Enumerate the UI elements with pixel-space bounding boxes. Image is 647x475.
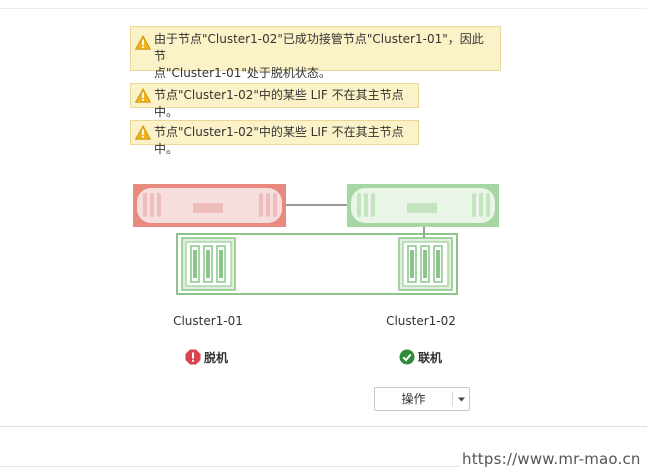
watermark-text: https://www.mr-mao.cn [462, 450, 641, 468]
warning-icon [135, 88, 151, 103]
disk-shelf-2[interactable] [398, 237, 453, 291]
node-status-offline: 脱机 [185, 348, 228, 366]
ha-pair-diagram [133, 184, 499, 295]
controller-cluster1-02[interactable] [347, 184, 499, 227]
warning-banner-lif: 节点"Cluster1-02"中的某些 LIF 不在其主节点中。 [130, 120, 419, 156]
actions-dropdown-button[interactable]: 操作 [374, 387, 470, 411]
disk-shelf-1[interactable] [181, 237, 236, 291]
actions-label: 操作 [401, 392, 426, 406]
caret-down-icon[interactable] [453, 388, 469, 410]
check-icon [399, 349, 415, 365]
warning-icon [135, 125, 151, 140]
warning-banner-takeover: 由于节点"Cluster1-02"已成功接管节点"Cluster1-01"，因此… [130, 26, 501, 80]
footer-divider [0, 466, 460, 467]
node-name-label: Cluster1-01 [173, 314, 243, 328]
status-label: 联机 [418, 350, 443, 365]
shared-storage-enclosure [176, 233, 458, 295]
button-separator [452, 392, 453, 406]
top-divider [0, 8, 647, 9]
warning-text: 节点"Cluster1-02"中的某些 LIF 不在其主节点中。 [154, 125, 404, 156]
controller-cluster1-01[interactable] [133, 184, 286, 227]
warning-text: 节点"Cluster1-02"中的某些 LIF 不在其主节点中。 [154, 88, 404, 119]
warning-banner-lif: 节点"Cluster1-02"中的某些 LIF 不在其主节点中。 [130, 83, 419, 119]
status-label: 脱机 [204, 350, 229, 365]
footer-divider [0, 426, 647, 427]
node-name-label: Cluster1-02 [386, 314, 456, 328]
warning-text: 由于节点"Cluster1-02"已成功接管节点"Cluster1-01"，因此… [154, 32, 484, 80]
error-icon [185, 349, 201, 365]
node-status-online: 联机 [399, 348, 442, 366]
warning-icon [135, 35, 151, 50]
